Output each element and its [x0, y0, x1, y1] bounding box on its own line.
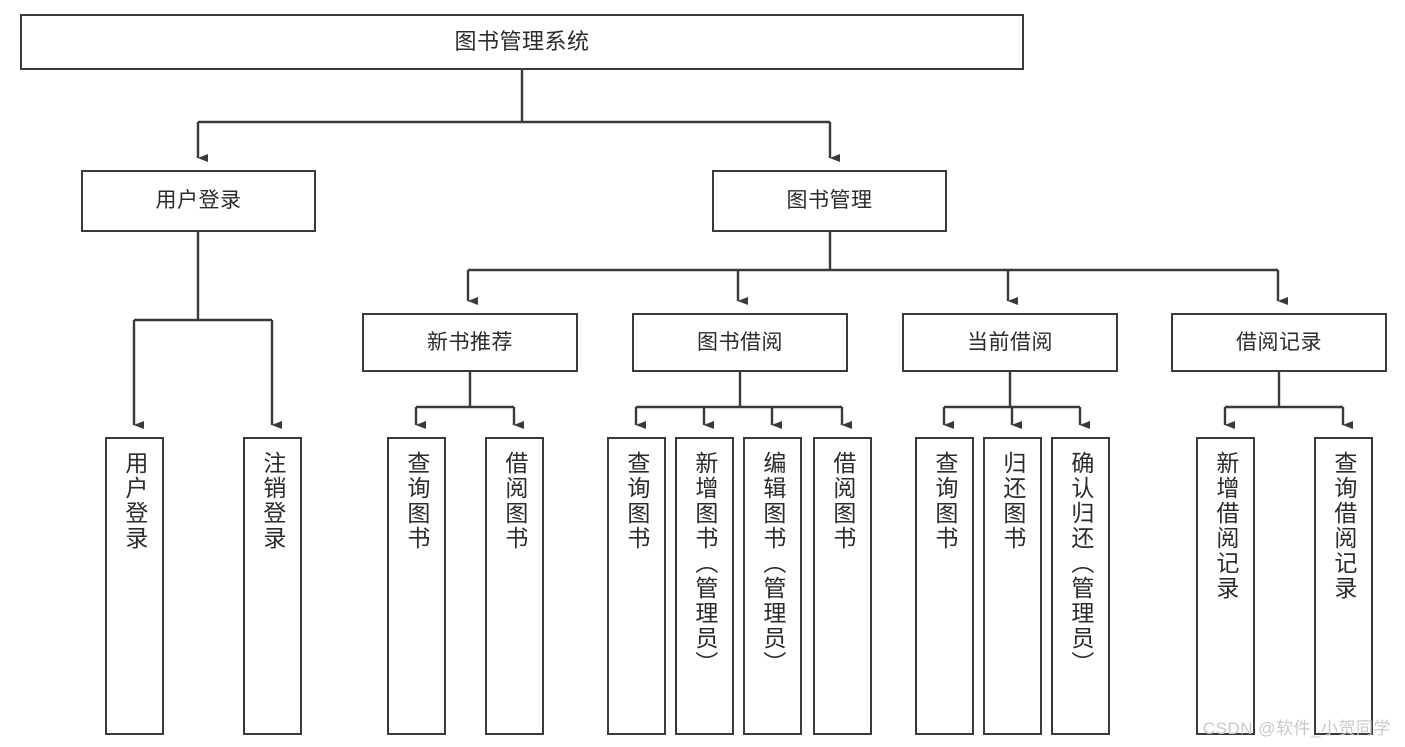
leaf-book-borrow-query-book[interactable]: 查询图书 [607, 437, 666, 735]
leaf-current-borrow-query-book[interactable]: 查询图书 [915, 437, 974, 735]
node-label: 借阅图书 [501, 451, 528, 551]
node-label: 图书管理系统 [454, 28, 590, 54]
node-label: 查询图书 [623, 451, 650, 551]
leaf-user-login-login[interactable]: 用户登录 [105, 437, 164, 735]
node-book-borrow[interactable]: 图书借阅 [632, 313, 848, 372]
node-borrow-record[interactable]: 借阅记录 [1171, 313, 1387, 372]
node-label: 当前借阅 [967, 330, 1053, 354]
leaf-borrow-record-query-record[interactable]: 查询借阅记录 [1314, 437, 1373, 735]
leaf-book-borrow-add-book-admin[interactable]: 新增图书（管理员） [675, 437, 734, 735]
leaf-current-borrow-return-book[interactable]: 归还图书 [983, 437, 1042, 735]
leaf-new-book-borrow-book[interactable]: 借阅图书 [485, 437, 544, 735]
leaf-book-borrow-borrow-book[interactable]: 借阅图书 [813, 437, 872, 735]
node-label: 用户登录 [121, 451, 148, 551]
node-label: 注销登录 [259, 451, 286, 551]
leaf-book-borrow-edit-book-admin[interactable]: 编辑图书（管理员） [743, 437, 802, 735]
leaf-current-borrow-confirm-return-admin[interactable]: 确认归还（管理员） [1051, 437, 1110, 735]
csdn-watermark: CSDN @软件_小贺同学 [1202, 719, 1391, 738]
node-root-book-management-system[interactable]: 图书管理系统 [20, 14, 1024, 70]
node-label: 新增借阅记录 [1212, 451, 1239, 601]
node-current-borrow[interactable]: 当前借阅 [902, 313, 1118, 372]
node-label: 借阅记录 [1236, 330, 1322, 354]
node-label: 新增图书（管理员） [691, 451, 718, 676]
node-label: 编辑图书（管理员） [759, 451, 786, 676]
node-book-management[interactable]: 图书管理 [712, 170, 947, 232]
leaf-user-login-logout[interactable]: 注销登录 [243, 437, 302, 735]
node-label: 图书借阅 [697, 330, 783, 354]
node-label: 查询图书 [403, 451, 430, 551]
node-label: 确认归还（管理员） [1067, 451, 1094, 676]
node-label: 图书管理 [786, 189, 873, 213]
node-label: 用户登录 [155, 189, 242, 213]
node-label: 查询图书 [931, 451, 958, 551]
node-user-login[interactable]: 用户登录 [81, 170, 316, 232]
node-label: 查询借阅记录 [1330, 451, 1357, 601]
node-new-book-recommend[interactable]: 新书推荐 [362, 313, 578, 372]
node-label: 新书推荐 [427, 330, 513, 354]
node-label: 归还图书 [999, 451, 1026, 551]
leaf-borrow-record-add-record[interactable]: 新增借阅记录 [1196, 437, 1255, 735]
leaf-new-book-query-book[interactable]: 查询图书 [387, 437, 446, 735]
node-label: 借阅图书 [829, 451, 856, 551]
